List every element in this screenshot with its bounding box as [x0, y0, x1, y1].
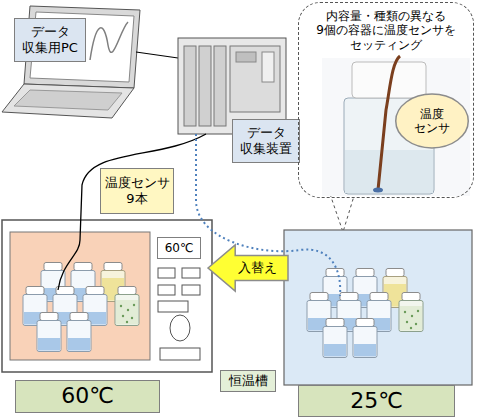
- sensor-tip: [373, 188, 383, 193]
- oven-body: [2, 220, 212, 372]
- callout-tail: [330, 194, 354, 232]
- keyboard-keys: [14, 90, 122, 110]
- node-text: 60℃: [165, 241, 194, 255]
- label-box: 60℃: [157, 237, 201, 259]
- oven-button: [182, 285, 200, 295]
- vial: [353, 319, 377, 358]
- callout-bubble: 内容量・種類の異なる 9個の容器に温度センサを セッティング温度 センサ: [298, 2, 474, 198]
- device-module: [230, 46, 280, 112]
- vial: [399, 293, 423, 332]
- device-panel: [262, 52, 274, 82]
- photo-vial-liquid: [345, 150, 433, 193]
- vial: [115, 287, 139, 326]
- node-text: データ 収集用PC: [17, 24, 83, 55]
- node-text: 入替え: [238, 260, 277, 276]
- label-box: データ 収集用PC: [14, 18, 86, 62]
- vial: [323, 319, 347, 358]
- node-text: 恒温槽: [229, 373, 268, 389]
- oven-button: [160, 348, 200, 360]
- oven-button: [158, 268, 175, 278]
- ellipse-path: [396, 94, 469, 148]
- photo-background: [322, 58, 470, 196]
- oven-dial: [170, 315, 190, 341]
- label-box: 温度センサ 9本: [100, 168, 174, 214]
- node-text: 25℃: [350, 388, 403, 414]
- node-text: 内容量・種類の異なる 9個の容器に温度センサを セッティング: [304, 9, 468, 52]
- label-box: 恒温槽: [220, 370, 276, 392]
- swap-arrow: 入替え: [208, 244, 288, 292]
- device-card: [184, 46, 196, 126]
- oven-button: [182, 268, 200, 278]
- node-text: 温度 センサ: [407, 107, 457, 136]
- oven-button: [158, 285, 175, 295]
- node-text: 温度センサ 9本: [103, 175, 171, 206]
- oven-chamber: [10, 232, 150, 360]
- arrow-path: [208, 245, 288, 291]
- oven-button: [158, 301, 188, 312]
- room-chamber: [284, 230, 472, 385]
- node-text: 60℃: [61, 383, 114, 409]
- speech-ellipse: 温度 センサ: [395, 93, 469, 149]
- label-box: データ 収集装置: [232, 119, 300, 163]
- pc-cable: [136, 52, 178, 58]
- vial: [37, 313, 61, 352]
- laptop-keyboard: [2, 84, 134, 118]
- device-card: [214, 46, 226, 126]
- label-box: 60℃: [15, 380, 160, 413]
- sensor-cable: [58, 134, 206, 290]
- device-card: [199, 46, 211, 126]
- node-text: データ 収集装置: [235, 125, 297, 156]
- label-box: 25℃: [298, 385, 455, 417]
- vial: [67, 313, 91, 352]
- screen-curve: [90, 22, 128, 60]
- device-panel: [236, 52, 256, 62]
